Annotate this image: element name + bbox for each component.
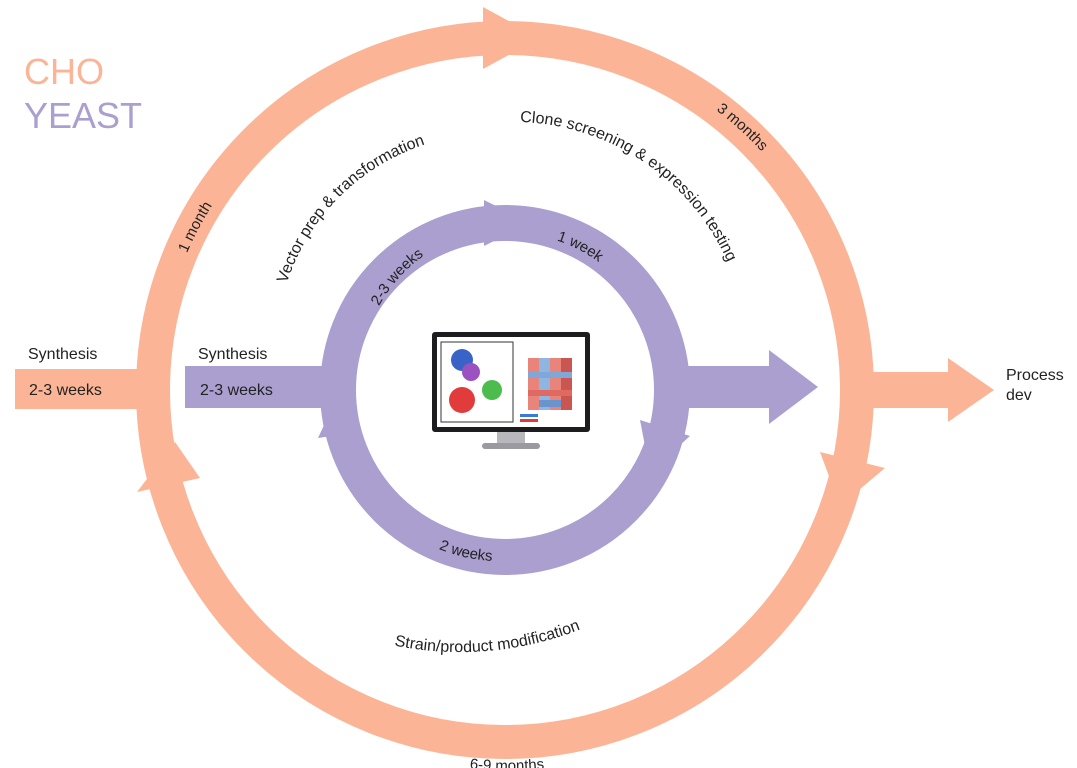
cluster-purple: [462, 363, 480, 381]
output-label-dev: dev: [1006, 387, 1032, 404]
cluster-green: [482, 380, 502, 400]
heatmap-panel: [520, 358, 572, 422]
cho-step3-duration: 6-9 months: [469, 756, 545, 768]
yeast-synthesis-duration: 2-3 weeks: [200, 382, 273, 399]
cho-arrowhead-left: [137, 442, 200, 492]
yeast-synthesis-label: Synthesis: [198, 346, 267, 363]
cho-output-arrow-shaft: [850, 372, 952, 408]
yeast-output-arrow-shaft: [668, 366, 773, 408]
cluster-red: [449, 387, 475, 413]
stage-strain-modification: Strain/product modification: [393, 617, 582, 656]
output-label-process: Process: [1006, 367, 1064, 384]
yeast-arrowhead-left: [318, 391, 360, 438]
cho-cycle: [15, 7, 994, 759]
cho-arrowhead-right: [820, 452, 885, 506]
monitor-stand: [482, 443, 540, 449]
cho-output-arrowhead: [948, 358, 994, 422]
cho-synthesis-label: Synthesis: [28, 346, 97, 363]
yeast-arrowhead-right: [640, 420, 690, 472]
yeast-cycle: [185, 200, 818, 575]
cho-input-arrow: [15, 369, 155, 409]
legend-yeast: YEAST: [24, 95, 143, 136]
yeast-input-arrow: [185, 366, 345, 408]
cho-synthesis-duration: 2-3 weeks: [29, 382, 102, 399]
computer-monitor-icon: [432, 332, 590, 449]
yeast-arrowhead-top: [484, 200, 530, 246]
cho-arrowhead-top: [483, 7, 540, 69]
scatter-panel: [440, 341, 514, 423]
yeast-output-arrowhead: [769, 350, 818, 424]
legend-cho: CHO: [24, 51, 104, 92]
monitor-neck: [497, 432, 525, 444]
